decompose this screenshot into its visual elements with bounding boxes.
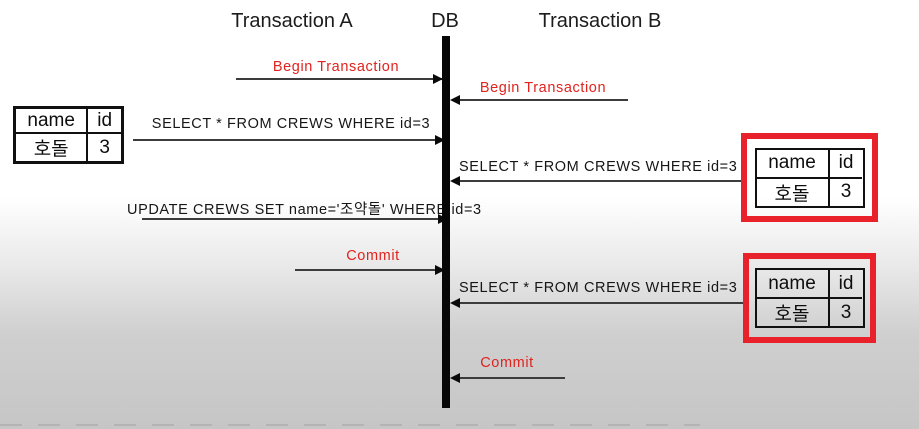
message-b-begin-label: Begin Transaction	[479, 80, 607, 96]
message-a-commit-label: Commit	[346, 248, 400, 264]
highlight-frame: name id 호돌 3	[743, 253, 876, 343]
message-b-select1-line	[452, 180, 741, 182]
result-table-right-top: name id 호돌 3	[754, 147, 865, 208]
table-header-name: name	[27, 109, 75, 131]
table-header-id: id	[86, 109, 121, 132]
message-b-begin-line	[452, 99, 628, 101]
message-a-commit-line	[295, 269, 445, 271]
message-a-select-line	[133, 139, 445, 141]
table-cell-id: 3	[86, 132, 121, 161]
arrow-left-icon	[450, 373, 460, 383]
video-scrubber-dashes	[0, 424, 700, 426]
table-header-id: id	[827, 149, 863, 177]
arrow-left-icon	[450, 95, 460, 105]
arrow-left-icon	[450, 298, 460, 308]
result-table-right-bottom: name id 호돌 3	[754, 268, 865, 328]
arrow-right-icon	[435, 135, 445, 145]
table-cell-id: 3	[827, 297, 863, 326]
arrow-left-icon	[450, 176, 460, 186]
table-header-name: name	[768, 152, 816, 173]
actor-db: DB	[431, 10, 459, 32]
table-cell-id: 3	[827, 176, 863, 206]
message-b-select1-label: SELECT * FROM CREWS WHERE id=3	[459, 159, 738, 175]
table-cell-name: 호돌	[756, 297, 828, 326]
message-a-begin-label: Begin Transaction	[272, 59, 400, 75]
highlight-frame: name id 호돌 3	[741, 133, 878, 222]
message-b-commit-label: Commit	[480, 355, 534, 371]
message-b-select2-line	[452, 302, 743, 304]
message-a-select-label: SELECT * FROM CREWS WHERE id=3	[151, 116, 431, 132]
message-a-update-label: UPDATE CREWS SET name='조약돌' WHERE id=3	[127, 202, 482, 218]
arrow-right-icon	[433, 74, 443, 84]
table-header-id: id	[827, 270, 863, 297]
message-a-update-line	[142, 218, 448, 220]
result-table-left: name id 호돌 3	[13, 106, 124, 164]
message-a-begin-line	[236, 78, 443, 80]
table-cell-name: 호돌	[16, 132, 87, 161]
message-b-commit-line	[452, 377, 565, 379]
table-cell-name: 호돌	[756, 176, 828, 206]
message-b-select2-label: SELECT * FROM CREWS WHERE id=3	[459, 280, 738, 296]
actor-transaction-a: Transaction A	[231, 10, 353, 32]
db-lifeline	[442, 36, 450, 408]
actor-transaction-b: Transaction B	[538, 10, 662, 32]
table-header-name: name	[768, 272, 816, 294]
arrow-right-icon	[435, 265, 445, 275]
